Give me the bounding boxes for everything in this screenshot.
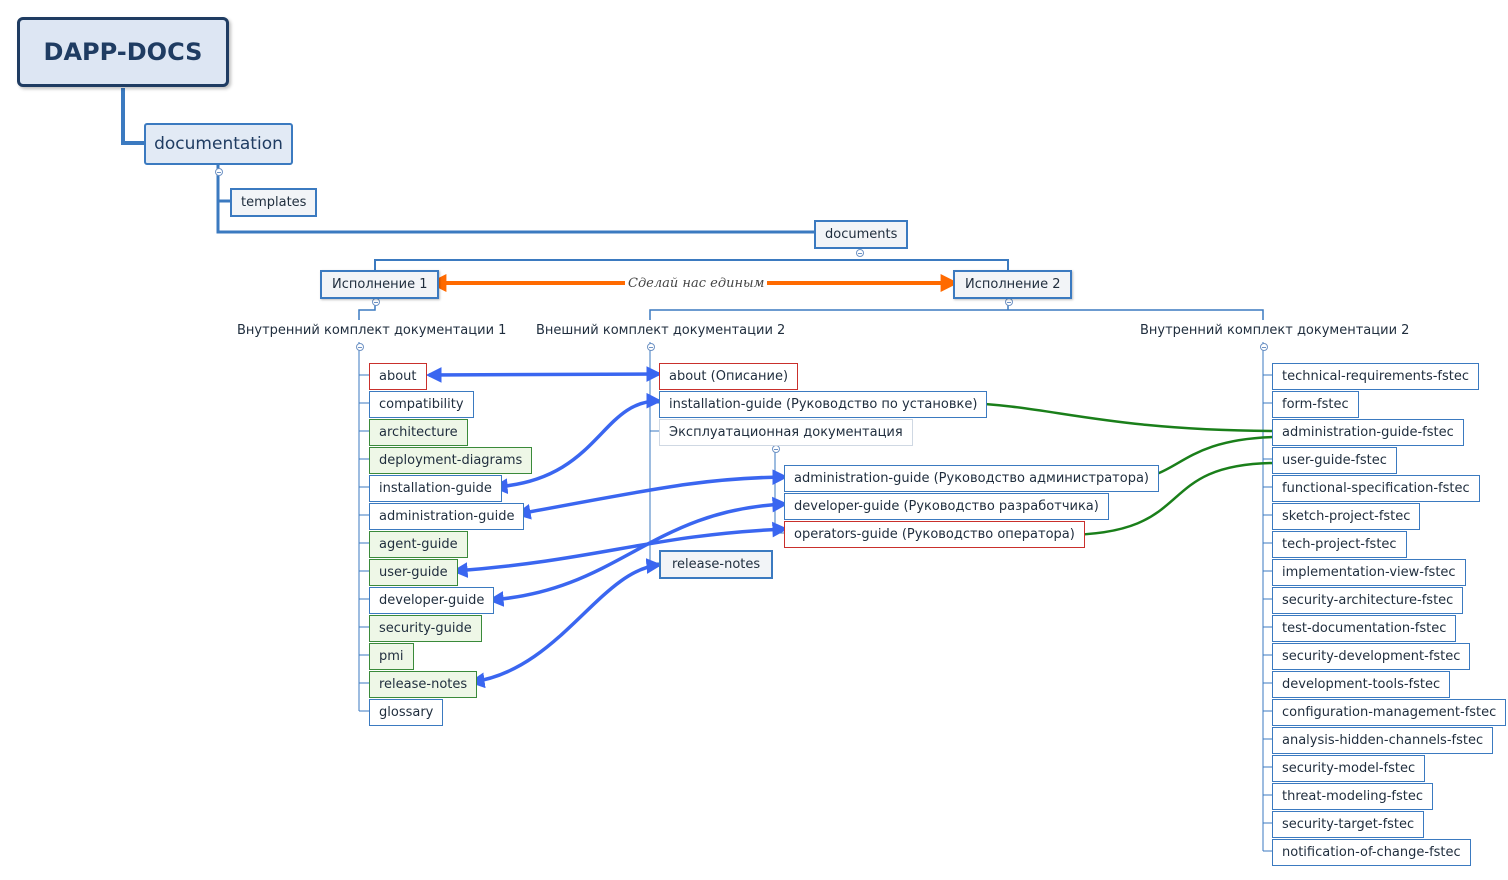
topic-fstec-item[interactable]: configuration-management-fstec [1272,699,1507,726]
topic-documents[interactable]: documents [814,220,909,249]
topic-fstec-item[interactable]: user-guide-fstec [1272,447,1397,474]
topic-exec-2[interactable]: Исполнение 2 [953,270,1073,299]
topic-documentation[interactable]: documentation [144,123,293,165]
topic-user-guide[interactable]: user-guide [369,559,458,586]
topic-fstec-item[interactable]: test-documentation-fstec [1272,615,1457,642]
topic-glossary[interactable]: glossary [369,699,444,726]
topic-fstec-item[interactable]: security-development-fstec [1272,643,1471,670]
topic-security-guide[interactable]: security-guide [369,615,482,642]
collapse-toggle[interactable] [1260,343,1268,351]
group-title-internal-1[interactable]: Внутренний комплект документации 1 [237,323,507,338]
topic-ext-about[interactable]: about (Описание) [659,363,799,390]
topic-fstec-item[interactable]: sketch-project-fstec [1272,503,1421,530]
topic-fstec-item[interactable]: administration-guide-fstec [1272,419,1464,446]
topic-templates[interactable]: templates [230,188,318,217]
topic-fstec-item[interactable]: security-architecture-fstec [1272,587,1464,614]
topic-fstec-item[interactable]: security-model-fstec [1272,755,1426,782]
topic-ext-installation-guide[interactable]: installation-guide (Руководство по устан… [659,391,988,418]
topic-about[interactable]: about [369,363,427,390]
topic-fstec-item[interactable]: notification-of-change-fstec [1272,839,1471,866]
topic-fstec-item[interactable]: implementation-view-fstec [1272,559,1466,586]
topic-installation-guide[interactable]: installation-guide [369,475,502,502]
collapse-toggle[interactable] [772,445,780,453]
relation-label: Сделай нас единым [625,276,768,291]
topic-agent-guide[interactable]: agent-guide [369,531,468,558]
topic-pmi[interactable]: pmi [369,643,414,670]
topic-ext-developer-guide[interactable]: developer-guide (Руководство разработчик… [784,493,1109,520]
collapse-toggle[interactable] [215,168,223,176]
topic-fstec-item[interactable]: technical-requirements-fstec [1272,363,1480,390]
collapse-toggle[interactable] [356,343,364,351]
topic-architecture[interactable]: architecture [369,419,468,446]
topic-fstec-item[interactable]: threat-modeling-fstec [1272,783,1434,810]
topic-ext-operational-docs[interactable]: Эксплуатационная документация [659,419,913,446]
topic-deployment-diagrams[interactable]: deployment-diagrams [369,447,533,474]
topic-compatibility[interactable]: compatibility [369,391,474,418]
collapse-toggle[interactable] [1005,298,1013,306]
collapse-toggle[interactable] [856,249,864,257]
topic-fstec-item[interactable]: form-fstec [1272,391,1359,418]
topic-release-notes[interactable]: release-notes [369,671,478,698]
collapse-toggle[interactable] [372,298,380,306]
topic-fstec-item[interactable]: analysis-hidden-channels-fstec [1272,727,1494,754]
topic-fstec-item[interactable]: functional-specification-fstec [1272,475,1480,502]
group-title-external-2[interactable]: Внешний комплект документации 2 [536,323,786,338]
topic-exec-1[interactable]: Исполнение 1 [320,270,440,299]
topic-fstec-item[interactable]: security-target-fstec [1272,811,1425,838]
collapse-toggle[interactable] [647,343,655,351]
topic-developer-guide[interactable]: developer-guide [369,587,495,614]
topic-fstec-item[interactable]: development-tools-fstec [1272,671,1451,698]
group-title-internal-2[interactable]: Внутренний комплект документации 2 [1140,323,1410,338]
root-topic[interactable]: DAPP-DOCS [17,17,229,87]
topic-fstec-item[interactable]: tech-project-fstec [1272,531,1407,558]
topic-administration-guide[interactable]: administration-guide [369,503,525,530]
topic-ext-release-notes[interactable]: release-notes [659,550,774,579]
topic-ext-operators-guide[interactable]: operators-guide (Руководство оператора) [784,521,1085,548]
topic-ext-administration-guide[interactable]: administration-guide (Руководство админи… [784,465,1159,492]
